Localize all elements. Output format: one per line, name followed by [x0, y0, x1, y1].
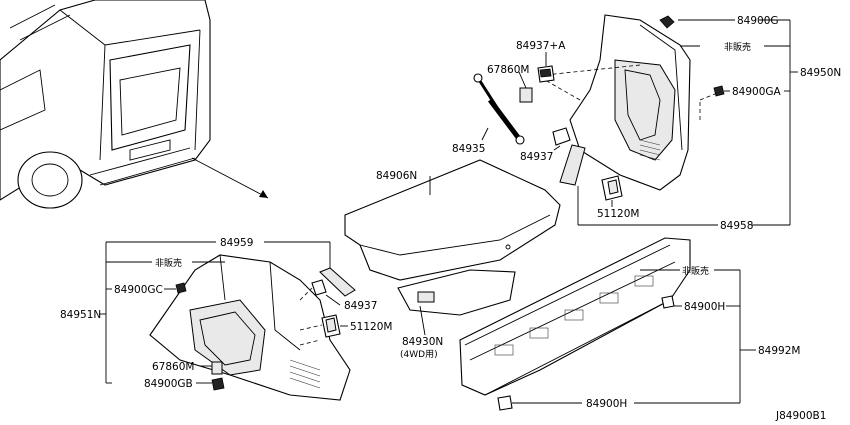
label-not-for-sale-right: 非販売 — [682, 265, 709, 277]
part-84930n-board — [397, 269, 516, 316]
direction-arrow — [191, 157, 269, 199]
leader-lines — [99, 19, 798, 404]
label-84900gc: 84900GC — [114, 284, 163, 296]
part-84900h-upper — [661, 295, 675, 309]
part-51120m-left — [321, 314, 341, 338]
label-4wd: (4WD用) — [400, 349, 438, 360]
left-side-trim-panel — [149, 254, 351, 401]
part-labels: 84900G 84937+A 非販売 84950N 67860M 84900GA… — [60, 15, 841, 422]
label-not-for-sale-top: 非販売 — [724, 41, 751, 53]
label-51120m-left: 51120M — [350, 321, 392, 333]
part-67860m-left — [211, 361, 223, 375]
vehicle-illustration — [0, 0, 211, 209]
label-84900gb: 84900GB — [144, 378, 193, 390]
part-84900gc — [175, 282, 187, 294]
part-84937-top-clip — [552, 127, 571, 146]
part-84935-strut — [473, 73, 525, 145]
label-84900ga: 84900GA — [732, 86, 782, 98]
label-84937-top: 84937 — [520, 151, 553, 163]
label-51120m-top: 51120M — [597, 208, 639, 220]
label-84937-left: 84937 — [344, 300, 377, 312]
label-84992m: 84992M — [758, 345, 800, 357]
part-84959-strip — [319, 267, 356, 297]
label-84930n: 84930N — [402, 336, 443, 348]
label-84951n: 84951N — [60, 309, 101, 321]
part-84937-left-clip — [311, 279, 327, 296]
label-84935: 84935 — [452, 143, 485, 155]
part-84900h-lower — [497, 395, 513, 411]
label-diagram-code: J84900B1 — [775, 410, 826, 422]
part-67860m-top — [519, 87, 533, 103]
label-67860m-top: 67860M — [487, 64, 529, 76]
part-84900gb — [211, 377, 225, 391]
label-84958: 84958 — [720, 220, 753, 232]
label-84900h-upper: 84900H — [684, 301, 725, 313]
label-67860m-left: 67860M — [152, 361, 194, 373]
label-84906n: 84906N — [376, 170, 417, 182]
label-84959: 84959 — [220, 237, 253, 249]
part-84937-a — [537, 65, 555, 83]
part-84958-strip — [559, 144, 586, 186]
right-side-trim-panel — [569, 14, 725, 191]
label-84950n: 84950N — [800, 67, 841, 79]
label-84900h-lower: 84900H — [586, 398, 627, 410]
label-not-for-sale-left: 非販売 — [155, 257, 182, 269]
label-84900g: 84900G — [737, 15, 779, 27]
part-51120m-top — [601, 175, 623, 201]
label-84937-a: 84937+A — [516, 40, 566, 52]
part-84906n-floor-board — [344, 159, 561, 281]
